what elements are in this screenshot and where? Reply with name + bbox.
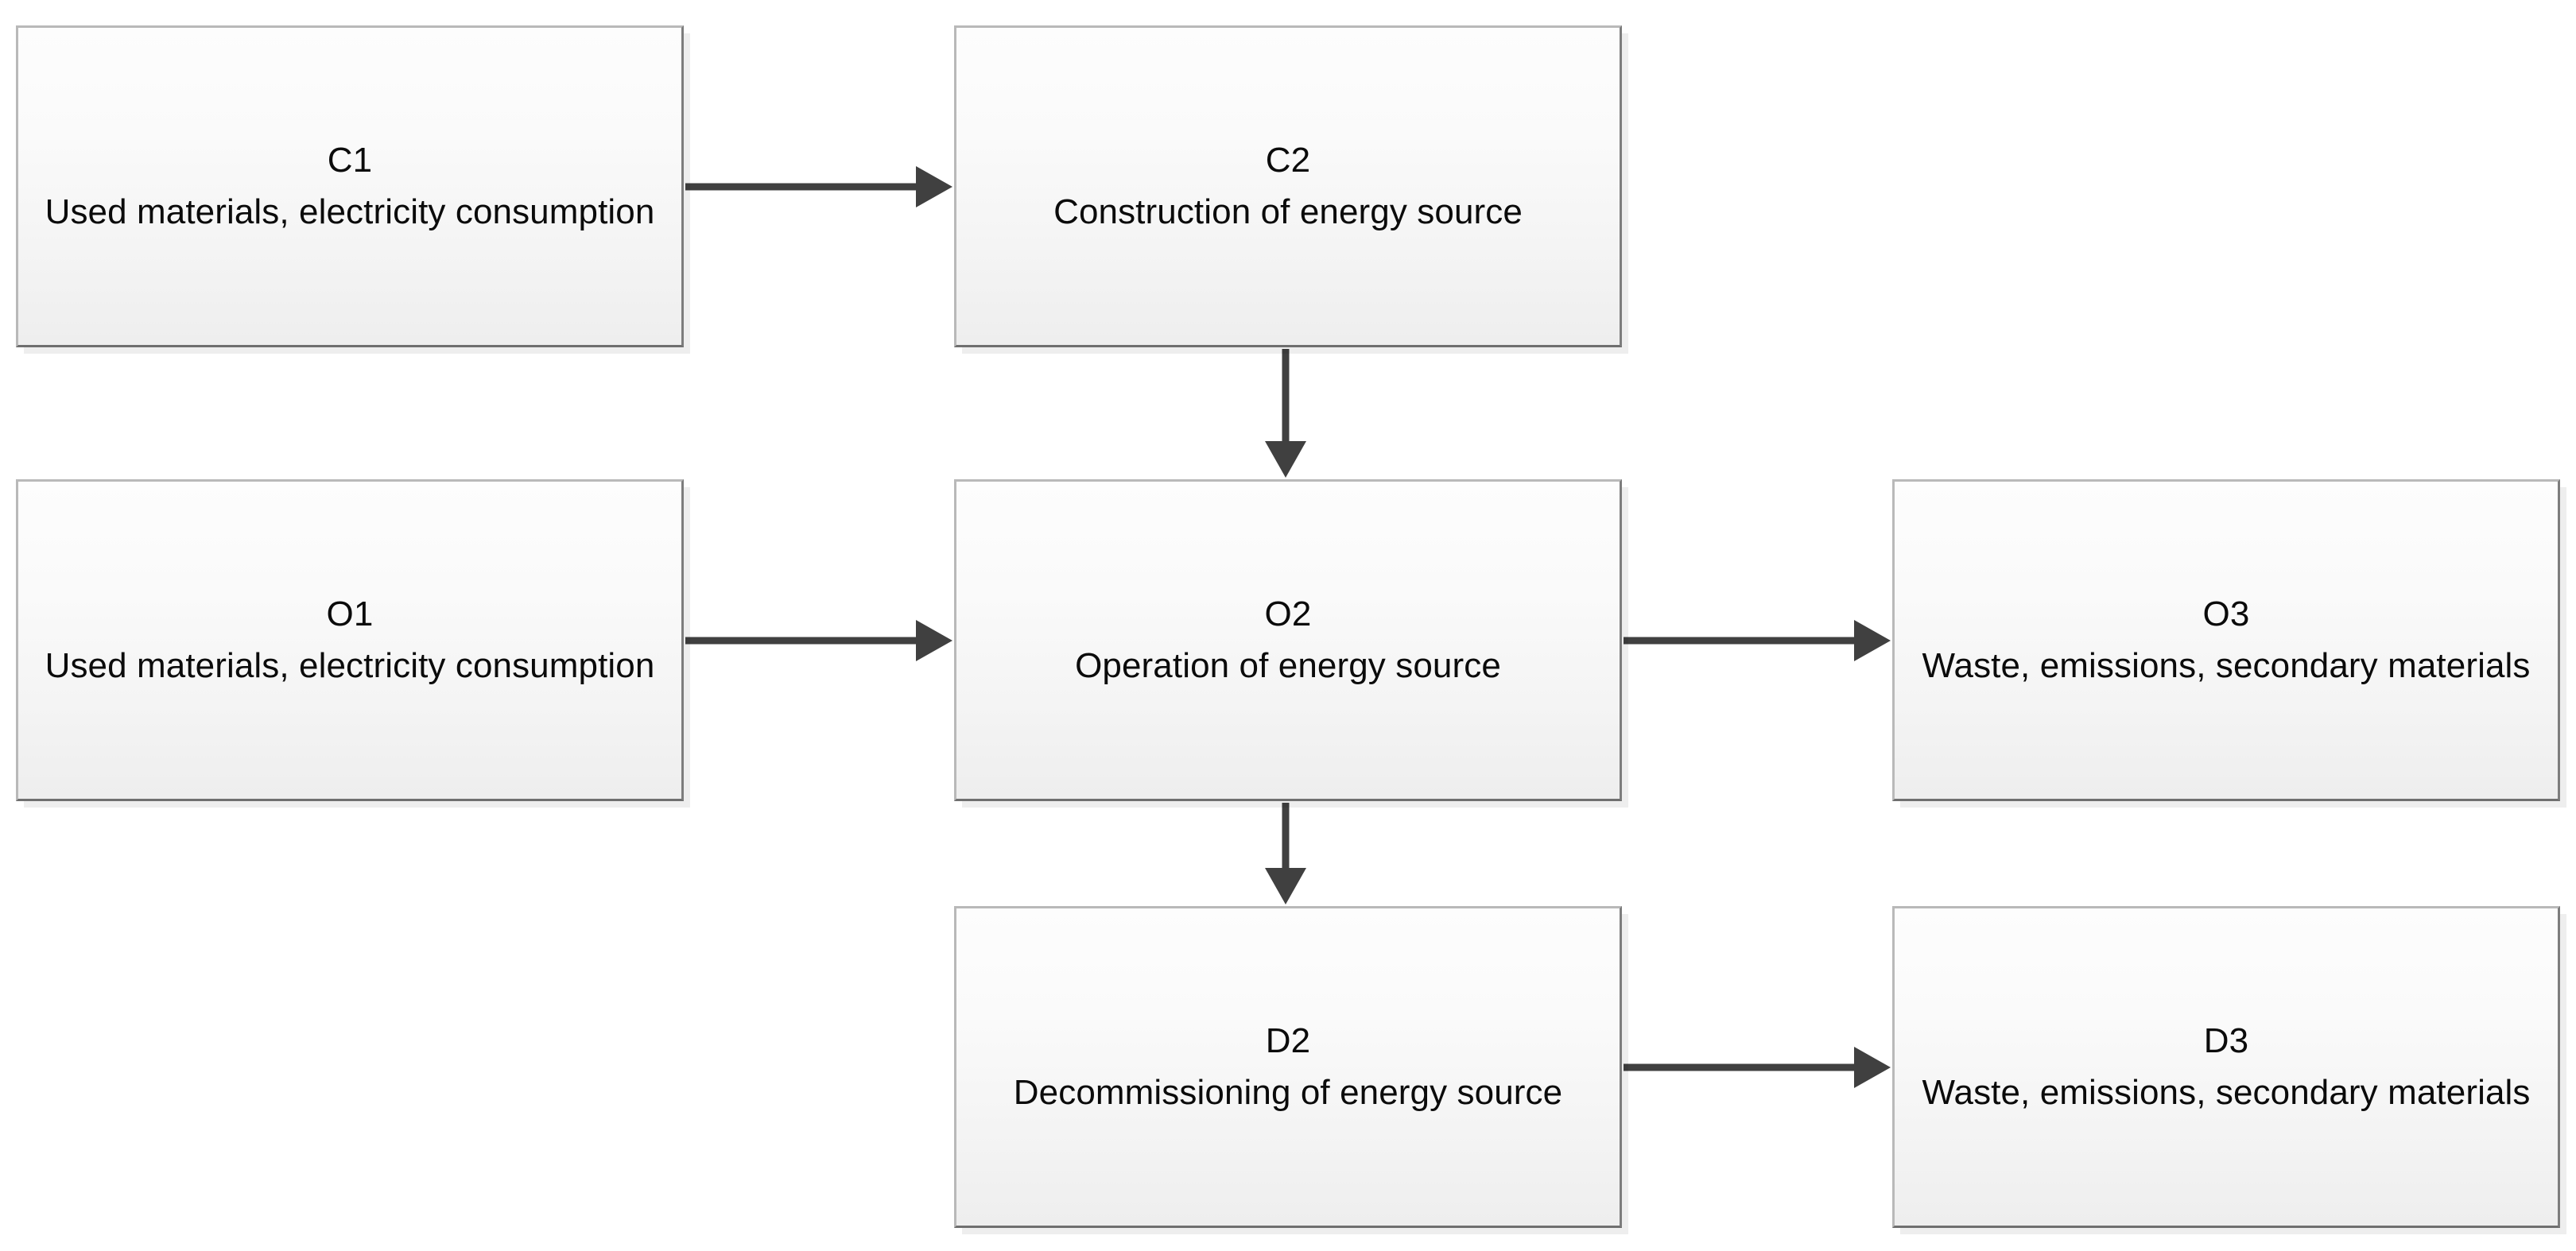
arrow-head	[916, 620, 952, 661]
arrow-o2-to-o3	[1582, 599, 1932, 682]
node-d3[interactable]: D3 Waste, emissions, secondary materials	[1892, 906, 2560, 1228]
arrow-head	[1854, 1047, 1891, 1088]
node-o1[interactable]: O1 Used materials, electricity consumpti…	[16, 479, 684, 801]
arrow-o2-to-d2	[1244, 761, 1327, 946]
arrow-head	[916, 166, 952, 207]
node-o2-text: O2 Operation of energy source	[1075, 595, 1501, 685]
node-c1[interactable]: C1 Used materials, electricity consumpti…	[16, 25, 684, 347]
arrow-head	[1854, 620, 1891, 661]
arrow-head	[1265, 868, 1306, 904]
arrow-o1-to-o2	[644, 599, 994, 682]
arrow-head	[1265, 441, 1306, 478]
node-d3-text: D3 Waste, emissions, secondary materials	[1922, 1021, 2531, 1112]
node-o1-text: O1 Used materials, electricity consumpti…	[45, 595, 655, 685]
node-o2[interactable]: O2 Operation of energy source	[954, 479, 1622, 801]
node-c2[interactable]: C2 Construction of energy source	[954, 25, 1622, 347]
node-c1-text: C1 Used materials, electricity consumpti…	[45, 141, 655, 231]
node-d2-text: D2 Decommissioning of energy source	[1013, 1021, 1563, 1112]
node-c2-text: C2 Construction of energy source	[1053, 141, 1523, 231]
node-o3-text: O3 Waste, emissions, secondary materials	[1922, 595, 2531, 685]
node-o3[interactable]: O3 Waste, emissions, secondary materials	[1892, 479, 2560, 801]
arrow-c2-to-o2	[1244, 308, 1327, 519]
arrow-c1-to-c2	[644, 145, 994, 228]
node-d2[interactable]: D2 Decommissioning of energy source	[954, 906, 1622, 1228]
arrow-d2-to-d3	[1582, 1026, 1932, 1109]
